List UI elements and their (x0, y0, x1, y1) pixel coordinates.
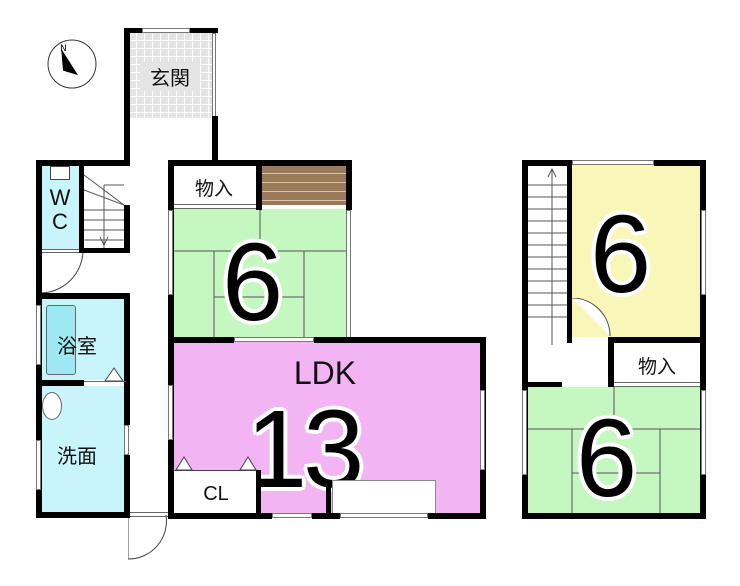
wall (79, 248, 130, 253)
wall (212, 28, 217, 33)
bath-label: 浴室 (57, 334, 97, 358)
bathtub (46, 305, 76, 375)
storage-2-label: 物入 (637, 356, 676, 378)
stairs-down (83, 165, 125, 250)
tokonoma (262, 165, 346, 205)
window (272, 513, 312, 518)
wall (314, 337, 486, 343)
window (142, 28, 190, 33)
window (340, 513, 428, 518)
window (234, 337, 314, 342)
wall (522, 513, 706, 519)
compass: N (47, 39, 97, 89)
storage-1-label: 物入 (194, 178, 233, 200)
wall (124, 293, 130, 383)
bath-door (104, 367, 124, 382)
wall (256, 470, 261, 516)
wall (36, 380, 84, 386)
storage-2-door (614, 382, 700, 387)
window (346, 210, 351, 338)
wall (654, 160, 706, 166)
wall (124, 455, 130, 515)
window (124, 425, 129, 455)
wall (79, 160, 84, 252)
wall (608, 337, 706, 343)
window (480, 390, 485, 470)
door-swing-wc (40, 250, 84, 294)
wall (168, 337, 234, 343)
wall (36, 293, 130, 299)
wall (326, 480, 331, 516)
wall (168, 513, 272, 519)
wall (124, 383, 130, 425)
room-washitsu-1 (172, 209, 346, 337)
wall (522, 160, 572, 166)
washroom-label: 洗面 (57, 444, 97, 468)
door-swing-entrance (128, 515, 167, 560)
room-genkan (128, 32, 212, 118)
window (701, 390, 706, 475)
sink (42, 392, 62, 420)
closet-label: CL (203, 483, 229, 505)
room-storage-2 (614, 342, 700, 384)
wall (212, 116, 218, 162)
entrance-door-frame (130, 512, 168, 517)
svg-text:N: N (60, 44, 67, 54)
window (168, 385, 173, 440)
wall (346, 160, 352, 210)
wall (312, 513, 340, 519)
window (701, 210, 706, 295)
wall (124, 205, 130, 253)
room-storage-1 (172, 165, 256, 205)
ldk-label: LDK (293, 355, 357, 391)
wall (428, 513, 486, 519)
wc-door-line (42, 249, 79, 253)
wall (124, 28, 130, 162)
wall (124, 28, 142, 33)
kitchen-counter (332, 480, 436, 514)
door-swing-upper (572, 298, 611, 337)
compass-north-icon: N (47, 39, 97, 89)
storage-1-door (174, 204, 256, 209)
wall (168, 160, 352, 166)
washitsu-2-size: 6 (576, 397, 638, 520)
toilet-fixture (50, 166, 70, 180)
wall (190, 28, 218, 33)
window (36, 440, 41, 490)
washitsu-1-size: 6 (222, 221, 284, 344)
wall (522, 160, 528, 518)
wall (608, 337, 614, 387)
window (36, 305, 41, 365)
window (168, 210, 173, 295)
wall (36, 512, 130, 518)
room-closet (174, 470, 258, 514)
upper-room-size: 6 (590, 193, 652, 316)
wall (522, 382, 562, 387)
window (522, 390, 527, 475)
closet-doors (175, 456, 257, 471)
window (212, 33, 216, 118)
room-washitsu-2 (526, 387, 700, 515)
genkan-label: 玄関 (140, 62, 200, 91)
wall (256, 165, 262, 210)
wall (567, 165, 572, 343)
window (572, 160, 654, 165)
stairs-up (528, 165, 568, 345)
